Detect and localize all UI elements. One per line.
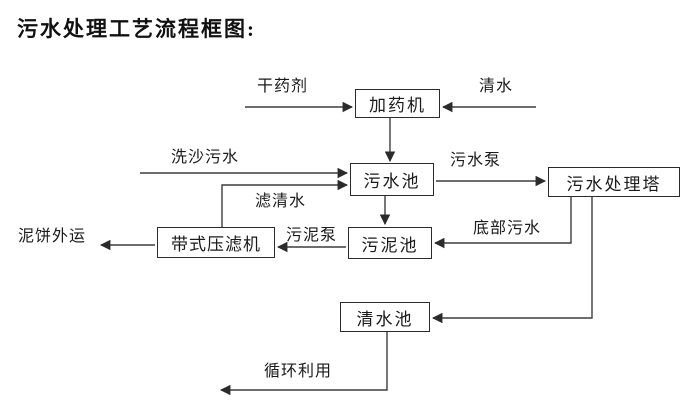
node-dosing-machine: 加药机 bbox=[355, 89, 440, 118]
node-sewage-pool: 污水池 bbox=[350, 163, 434, 196]
label-dry-agent: 干药剂 bbox=[257, 78, 309, 95]
arrow-recycling bbox=[219, 332, 388, 396]
label-filtered-water: 滤清水 bbox=[255, 193, 307, 210]
label-bottom-sewage: 底部污水 bbox=[473, 220, 542, 237]
diagram-title: 污水处理工艺流程框图: bbox=[17, 17, 256, 41]
arrow-treatment-tower-to-clean-water-pool bbox=[431, 197, 593, 324]
node-sewage-treatment-tower: 污水处理塔 bbox=[548, 167, 680, 197]
node-clean-water-pool: 清水池 bbox=[340, 302, 430, 332]
label-sludge-pump: 污泥泵 bbox=[286, 227, 338, 244]
node-sludge-pool: 污泥池 bbox=[348, 227, 432, 259]
label-sand-washing-sewage: 洗沙污水 bbox=[171, 149, 240, 166]
label-clean-water: 清水 bbox=[479, 78, 514, 95]
label-sewage-pump: 污水泵 bbox=[450, 152, 502, 169]
node-belt-filter-press: 带式压滤机 bbox=[157, 227, 275, 258]
label-mud-cake-outbound: 泥饼外运 bbox=[18, 228, 87, 245]
arrow-filtered-water-to-sewage-pool bbox=[221, 179, 349, 227]
arrow-bottom-sewage-to-sludge-pool bbox=[433, 197, 572, 249]
label-recycling: 循环利用 bbox=[264, 363, 333, 380]
